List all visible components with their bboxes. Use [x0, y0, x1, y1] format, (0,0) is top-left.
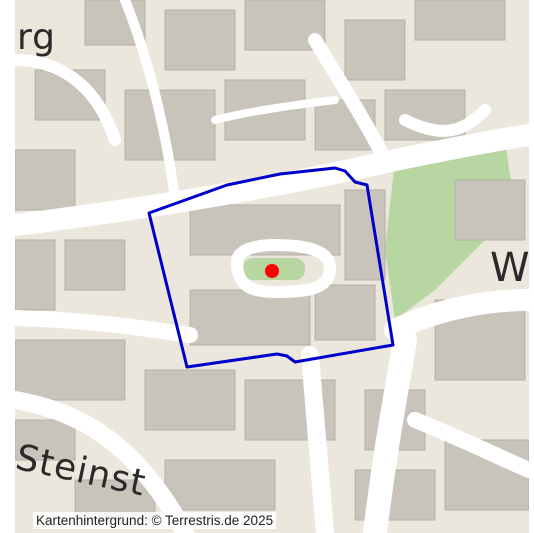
- area-boundary: [147, 166, 395, 369]
- road-south-center: [301, 346, 334, 533]
- road-minor: [211, 96, 339, 124]
- building: [454, 179, 526, 241]
- building: [144, 369, 236, 431]
- road-southeast: [407, 412, 529, 478]
- location-marker[interactable]: [265, 264, 279, 278]
- street-label-right: W: [490, 245, 529, 291]
- building: [189, 289, 311, 346]
- road-north: [308, 33, 392, 167]
- road-east: [384, 289, 529, 341]
- buildings: [15, 0, 529, 521]
- road-south: [363, 328, 417, 533]
- road-west: [15, 310, 198, 343]
- building: [344, 189, 386, 281]
- building: [15, 419, 76, 461]
- road-main-east-west: [15, 124, 529, 236]
- map-view[interactable]: rg W Steinst Kartenhintergrund: © Terres…: [15, 0, 529, 533]
- building: [15, 339, 126, 401]
- building: [344, 19, 406, 81]
- roads: [15, 0, 529, 533]
- building: [164, 459, 276, 511]
- road-southwest: [15, 391, 194, 533]
- building: [414, 0, 506, 41]
- road-northeast: [399, 104, 491, 137]
- map-canvas[interactable]: [15, 0, 529, 533]
- road-northwest: [15, 54, 121, 146]
- map-attribution: Kartenhintergrund: © Terrestris.de 2025: [33, 512, 277, 529]
- building: [64, 239, 126, 291]
- street-label-top-left: rg: [17, 17, 57, 58]
- courtyard-ring: [231, 239, 336, 298]
- building: [164, 9, 236, 71]
- building: [15, 239, 56, 311]
- building: [15, 149, 76, 211]
- road-north-west: [120, 0, 180, 205]
- building: [314, 284, 376, 341]
